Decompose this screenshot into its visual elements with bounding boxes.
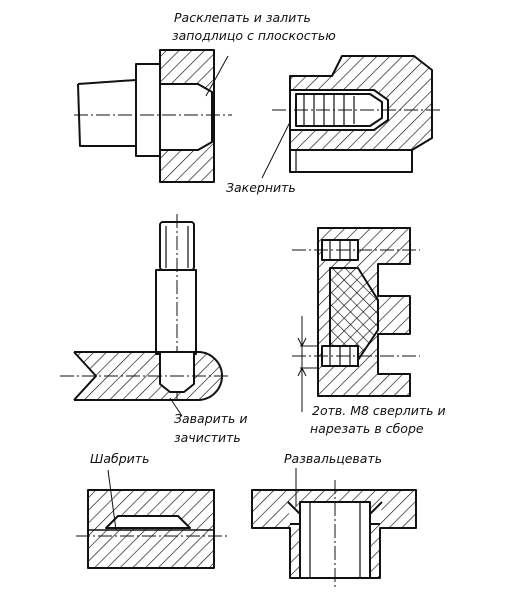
note-weld-line1: Заварить и (174, 411, 248, 426)
fig-assembly-m8 (292, 227, 420, 412)
fig-welded-stud (60, 214, 230, 417)
note-flare: Развальцевать (284, 451, 383, 466)
fig-set-screw (261, 55, 440, 179)
note-scrape: Шабрить (90, 451, 150, 466)
fig-dovetail (76, 469, 228, 569)
fig-rivet-shaft (74, 49, 232, 183)
note-rivet-line2: заподлицо с плоскостью (172, 28, 336, 43)
note-drill-line2: нарезать в сборе (310, 421, 424, 436)
note-weld-line2: зачистить (174, 430, 241, 445)
fig-flared-bushing (251, 468, 417, 590)
note-drill-line1: 2отв. М8 сверлить и (312, 403, 446, 418)
note-rivet-line1: Расклепать и залить (174, 10, 311, 25)
note-punch: Закернить (226, 180, 296, 195)
